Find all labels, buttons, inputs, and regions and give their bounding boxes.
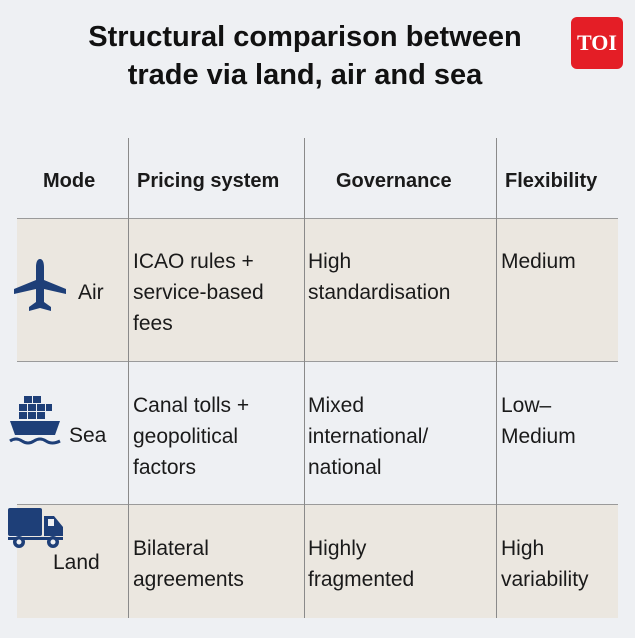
column-divider-2: [304, 138, 305, 618]
row-band-air: [17, 219, 618, 361]
comparison-table: Mode Pricing system Governance Flexibili…: [8, 138, 618, 618]
air-pricing: ICAO rules + service-based fees: [133, 250, 264, 335]
land-pricing: Bilateral agreements: [133, 537, 244, 591]
land-governance: Highly fragmented: [308, 537, 415, 591]
mode-label-sea: Sea: [69, 424, 107, 447]
mode-label-land: Land: [53, 551, 100, 574]
header-governance: Governance: [336, 170, 452, 192]
header-pricing-system: Pricing system: [137, 170, 280, 192]
row-divider-2: [17, 504, 618, 505]
truck-icon: [8, 508, 63, 548]
cargo-ship-icon: [9, 396, 61, 445]
sea-pricing: Canal tolls + geopolitical factors: [133, 394, 250, 479]
air-flexibility: Medium: [501, 250, 576, 273]
sea-governance: Mixed international/ national: [308, 394, 429, 479]
page-title: Structural comparison between trade via …: [0, 18, 610, 94]
airplane-icon: [14, 259, 66, 311]
sea-flexibility: Low– Medium: [501, 394, 576, 448]
land-flexibility: High variability: [501, 537, 589, 591]
column-divider-1: [128, 138, 129, 618]
toi-logo: TOI: [571, 17, 623, 69]
header-divider: [17, 218, 618, 219]
column-divider-3: [496, 138, 497, 618]
row-band-land: [17, 505, 618, 618]
title-line-1: Structural comparison between: [88, 21, 522, 53]
mode-label-air: Air: [78, 281, 104, 304]
row-divider-1: [17, 361, 618, 362]
title-line-2: trade via land, air and sea: [127, 59, 483, 91]
header-flexibility: Flexibility: [505, 170, 598, 192]
header-mode: Mode: [43, 170, 96, 192]
air-governance: High standardisation: [308, 250, 451, 304]
